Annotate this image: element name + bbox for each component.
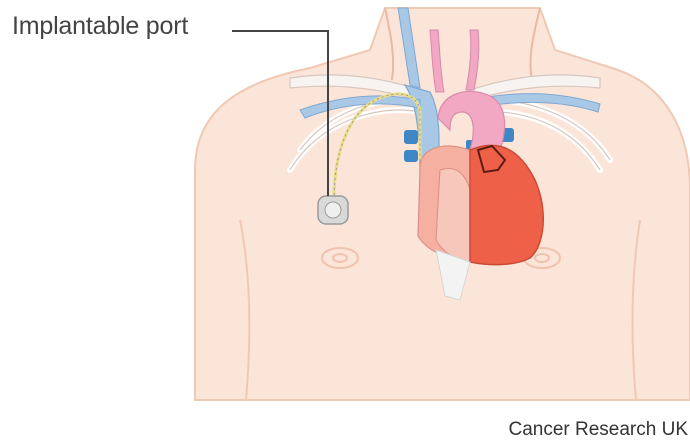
implantable-port-device — [318, 196, 348, 224]
credit-text: Cancer Research UK — [508, 419, 688, 441]
implantable-port-label: Implantable port — [12, 12, 188, 41]
vessel-stub-left-2 — [404, 150, 418, 162]
vessel-stub-left — [404, 130, 418, 144]
